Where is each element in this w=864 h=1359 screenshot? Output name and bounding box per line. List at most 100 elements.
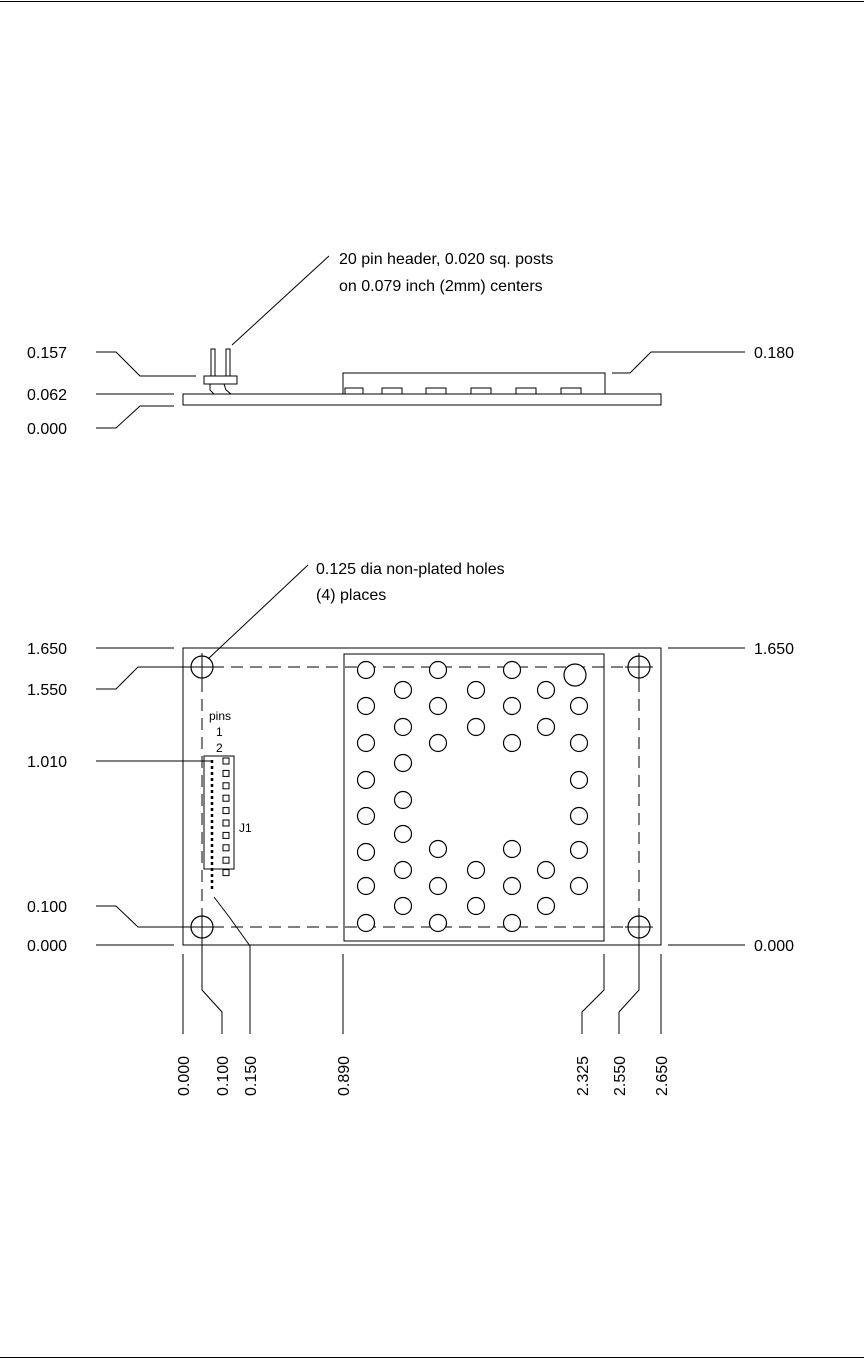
j1-pin-square	[223, 820, 229, 826]
dim-bottom-2650: 2.650	[654, 1056, 671, 1096]
module-pad-circle	[504, 735, 521, 752]
j1-pin2-label: 2	[216, 741, 223, 755]
dim-top-0100-left: 0.100	[27, 899, 67, 916]
module-pad-circle	[538, 682, 555, 699]
j1-pin-square	[223, 808, 229, 814]
module-pad-circle	[358, 878, 375, 895]
mounting-hole	[188, 913, 216, 941]
module-pad	[426, 388, 446, 394]
j1-pin-square	[223, 857, 229, 863]
module-pad-circle	[430, 915, 447, 932]
side-module-pads	[345, 388, 581, 394]
dim-bottom-0890: 0.890	[336, 1056, 353, 1096]
module-pad-circle	[504, 662, 521, 679]
dim-side-0157: 0.157	[27, 345, 67, 362]
dim-leader-0000-side	[96, 406, 174, 428]
module-pad-circle	[358, 808, 375, 825]
dim-leader-1550-left	[96, 667, 190, 689]
top-board-outline	[183, 648, 661, 945]
holes-callout-line2: (4) places	[316, 587, 386, 604]
module-pad-circle	[468, 898, 485, 915]
module-pad-circle	[430, 735, 447, 752]
dim-bottom-0000: 0.000	[176, 1056, 193, 1096]
module-pad-circle	[430, 698, 447, 715]
module-pad	[382, 388, 402, 394]
module-pad-circle	[468, 682, 485, 699]
j1-pin-square	[223, 770, 229, 776]
j1-pin-square	[223, 845, 229, 851]
j1-pin-square	[223, 870, 229, 876]
dim-leader-x-0150	[214, 897, 250, 1034]
module-pad-circle	[571, 735, 588, 752]
j1-pin-squares	[223, 758, 229, 876]
header-pin	[211, 349, 215, 376]
module-pad	[345, 388, 363, 394]
j1-header: pins 1 2 J1	[204, 709, 252, 892]
module-pad-circle	[504, 915, 521, 932]
dim-top-1650-left: 1.650	[27, 641, 67, 658]
j1-pin-square	[223, 795, 229, 801]
module-pad-circle	[395, 826, 412, 843]
header-callout-line1: 20 pin header, 0.020 sq. posts	[339, 251, 553, 268]
module-pad-circle	[571, 772, 588, 789]
dim-top-0000-right: 0.000	[754, 938, 794, 955]
module-pad	[516, 388, 536, 394]
module-pad-circle	[395, 898, 412, 915]
mounting-hole	[625, 913, 653, 941]
header-body	[204, 376, 237, 384]
module-pad-circle	[358, 662, 375, 679]
module-pad-circle	[538, 719, 555, 736]
module-pad-circle	[571, 878, 588, 895]
dim-bottom-2325: 2.325	[575, 1056, 592, 1096]
dim-side-0180: 0.180	[754, 345, 794, 362]
module-pad-circle	[430, 878, 447, 895]
dim-top-1010-left: 1.010	[27, 754, 67, 771]
j1-pin-square	[223, 832, 229, 838]
j1-ref-label: J1	[239, 821, 252, 835]
module-pad-circle-large	[564, 664, 586, 686]
dim-leader-x-0100	[202, 940, 222, 1034]
module-pad-circle	[430, 662, 447, 679]
module-pad-circle	[395, 682, 412, 699]
module-pad-circle	[504, 841, 521, 858]
module-pad-circle	[358, 844, 375, 861]
module-pad	[561, 388, 581, 394]
j1-pins-label: pins	[209, 709, 231, 723]
module-pad-circle	[395, 755, 412, 772]
dim-top-0000-left: 0.000	[27, 938, 67, 955]
side-board	[183, 394, 661, 405]
module-pad-circle	[430, 841, 447, 858]
module-pad-circle	[395, 792, 412, 809]
module-pad-circle	[571, 808, 588, 825]
module-pad-circle	[358, 772, 375, 789]
module-pad-circle	[358, 698, 375, 715]
module-pad-circle	[395, 719, 412, 736]
side-view: 0.157 0.062 0.000 0.180 20 pin header, 0…	[27, 251, 794, 438]
module-pad	[471, 388, 491, 394]
j1-pin1-label: 1	[216, 725, 223, 739]
holes-callout-leader	[208, 565, 308, 659]
module-pad-circle	[504, 698, 521, 715]
dim-leader-x-2550	[619, 940, 639, 1034]
dim-leader-0100-left	[96, 906, 190, 927]
header-callout-leader	[232, 256, 329, 345]
module-pad-circle	[571, 842, 588, 859]
j1-pin-square	[223, 783, 229, 789]
mounting-hole	[625, 653, 653, 681]
dim-bottom-0150: 0.150	[243, 1056, 260, 1096]
dim-bottom-2550: 2.550	[612, 1056, 629, 1096]
j1-pin-square	[223, 758, 229, 764]
mounting-hole	[188, 653, 216, 681]
dim-top-1650-right: 1.650	[754, 641, 794, 658]
dim-bottom-0100: 0.100	[215, 1056, 232, 1096]
module-pad-array	[358, 662, 588, 932]
dim-leader-0180	[612, 352, 745, 373]
dim-leader-0157	[96, 352, 196, 376]
module-pad-circle	[571, 698, 588, 715]
holes-callout-line1: 0.125 dia non-plated holes	[316, 561, 505, 578]
header-pin	[226, 349, 230, 376]
module-pad-circle	[538, 862, 555, 879]
header-callout-line2: on 0.079 inch (2mm) centers	[339, 278, 543, 295]
module-pad-circle	[395, 862, 412, 879]
